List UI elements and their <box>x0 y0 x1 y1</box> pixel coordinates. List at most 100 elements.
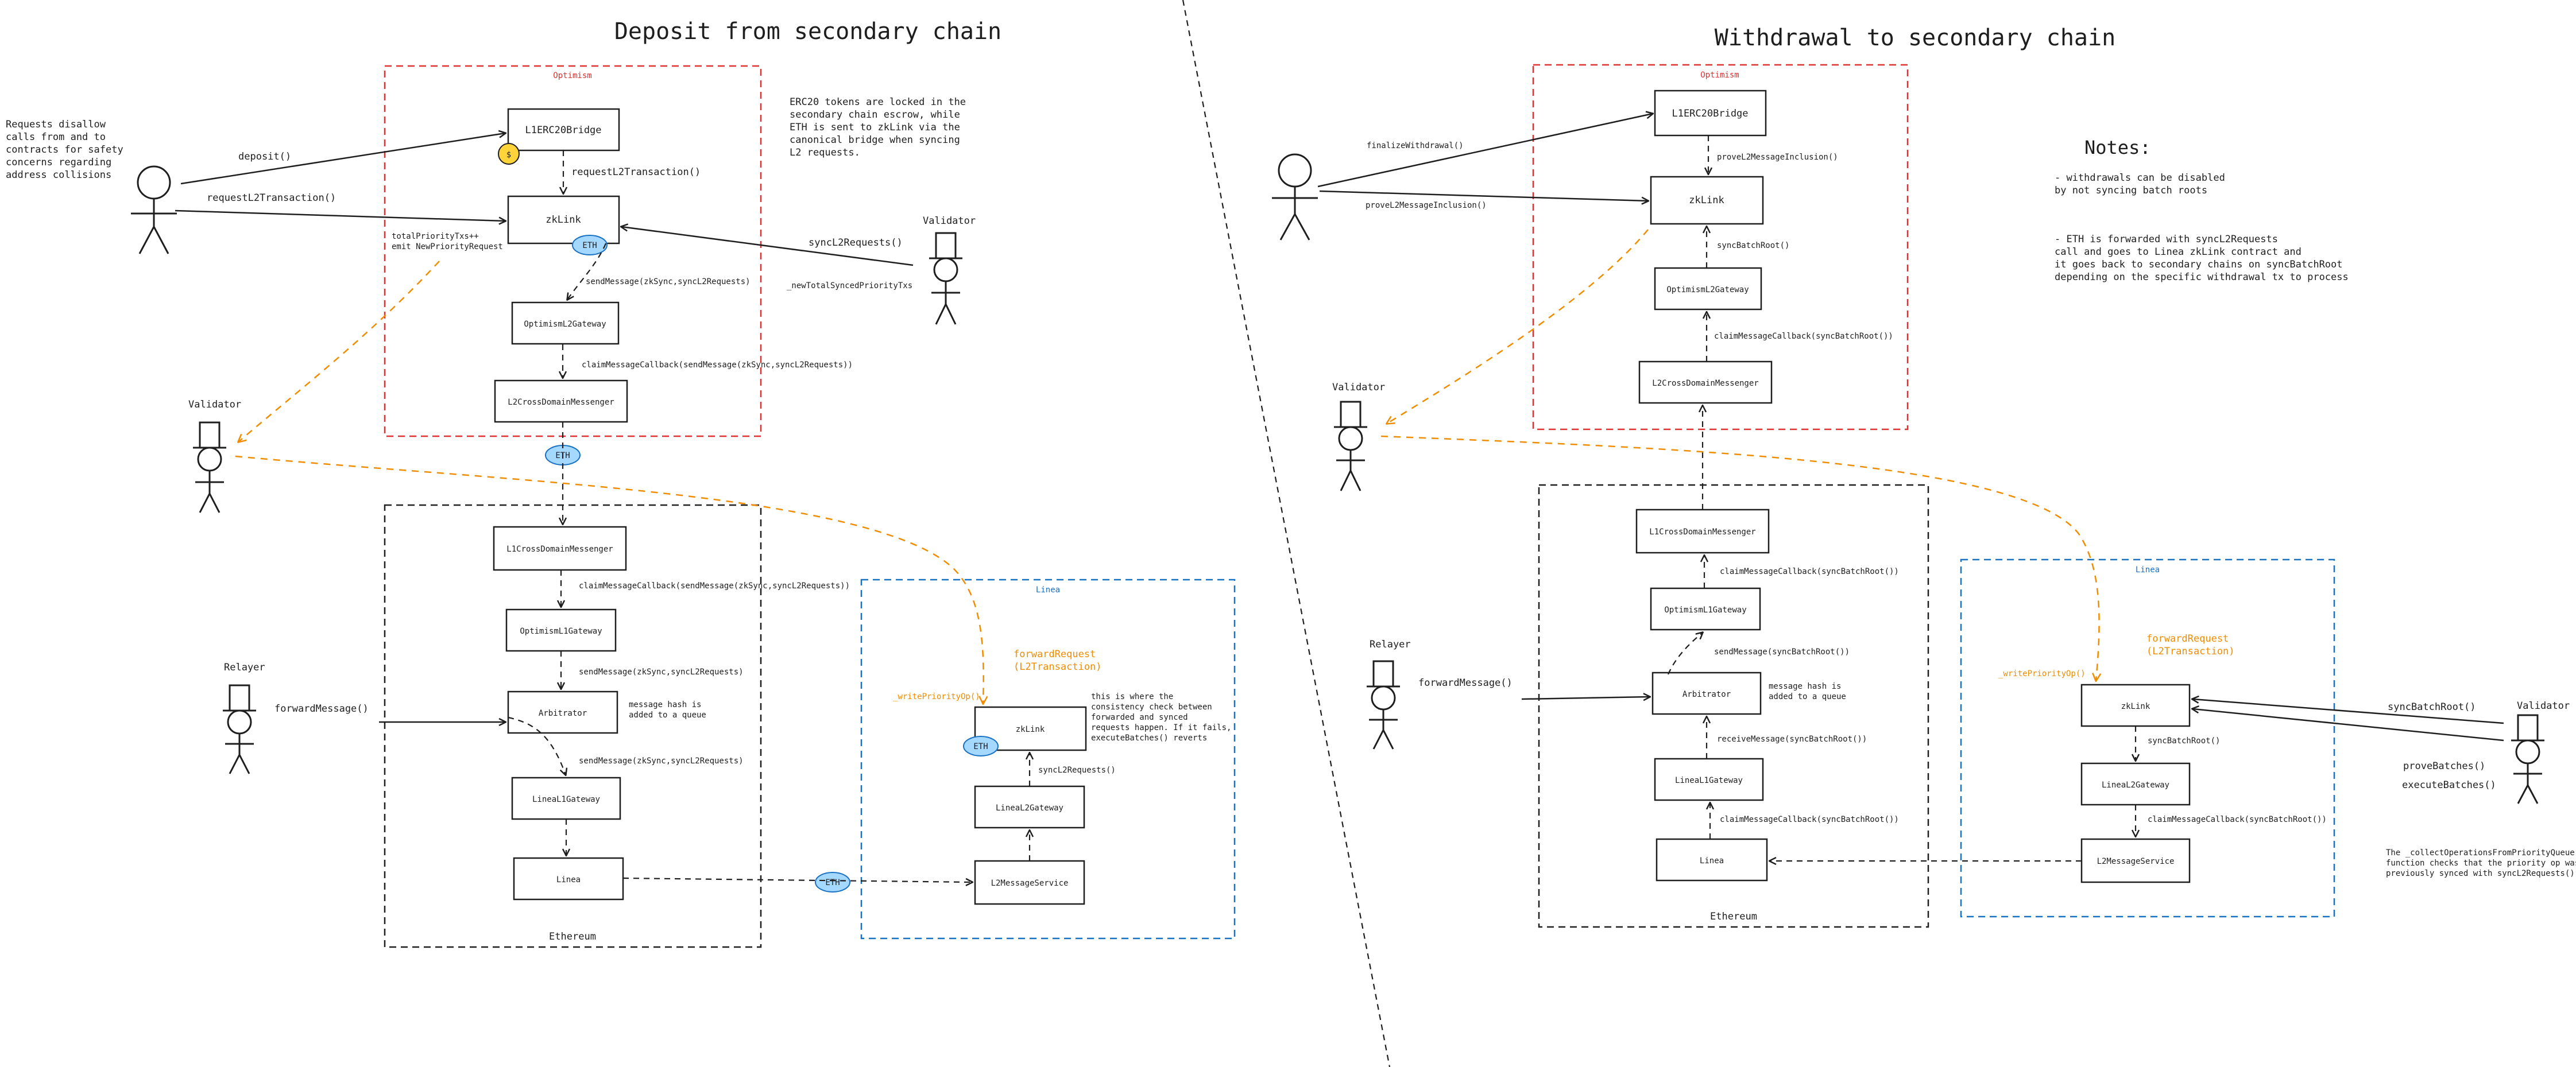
left-box-l1erc20bridge <box>507 108 620 152</box>
svg-text:function checks that the prior: function checks that the priority op was <box>2386 859 2576 868</box>
label-send-message-1: sendMessage(zkSync,syncL2Requests) <box>586 277 751 286</box>
right-relayer-label: Relayer <box>1370 639 1411 650</box>
label-forward-message-r: forwardMessage() <box>1418 677 1513 689</box>
svg-text:(L2Transaction): (L2Transaction) <box>1014 661 1102 673</box>
svg-text:forwarded and synced: forwarded and synced <box>1091 713 1188 722</box>
right-box-l1erc20bridge <box>1654 90 1767 137</box>
right-box-l2-cross-domain-messenger <box>1638 360 1773 404</box>
arrow-linea-l2messageservice <box>622 877 972 882</box>
right-box-l2-message-service <box>2080 838 2191 883</box>
right-forward-request-label: forwardRequest (L2Transaction) <box>2146 633 2235 657</box>
right-box-l2-cross-domain-messenger-label: L2CrossDomainMessenger <box>1652 379 1758 388</box>
label-sync-batch-root-linea: syncBatchRoot() <box>2148 736 2220 746</box>
left-priority-note: totalPriorityTxs++ emit NewPriorityReque… <box>392 232 503 251</box>
svg-text:this is where the: this is where the <box>1091 692 1173 701</box>
svg-text:depending on the specific with: depending on the specific withdrawal tx … <box>2055 271 2349 283</box>
left-zone-ethereum-label: Ethereum <box>549 931 596 942</box>
arrow-request-l2-transaction <box>175 209 505 221</box>
svg-text:concerns regarding: concerns regarding <box>6 157 111 168</box>
svg-text:requests happen. If it fails,: requests happen. If it fails, <box>1091 723 1231 732</box>
left-box-optimism-l1-gateway-label: OptimismL1Gateway <box>520 627 602 636</box>
left-validator-figure <box>929 232 962 325</box>
svg-text:added to a queue: added to a queue <box>629 711 706 720</box>
label-claim-message-1: claimMessageCallback(sendMessage(zkSync,… <box>582 360 853 370</box>
svg-text:Requests disallow: Requests disallow <box>6 119 106 130</box>
left-box-optimism-l1-gateway <box>505 608 617 652</box>
arrow-arbitrator-l1gateway-r <box>1667 633 1703 675</box>
label-claim-callback-linea: claimMessageCallback(syncBatchRoot()) <box>2148 815 2327 824</box>
right-box-optimism-l1-gateway <box>1650 587 1761 631</box>
svg-text:consistency check between: consistency check between <box>1091 703 1212 712</box>
left-forward-request-label: forwardRequest (L2Transaction) <box>1014 649 1102 673</box>
left-box-linea <box>513 857 624 901</box>
left-box-zklink-label: zkLink <box>546 214 581 226</box>
label-send-message: sendMessage(syncBatchRoot()) <box>1714 647 1850 657</box>
svg-text:The _collectOperationsFromPrio: The _collectOperationsFromPriorityQueue <box>2386 848 2575 858</box>
svg-text:it goes back to secondary chai: it goes back to secondary chains on sync… <box>2055 259 2343 270</box>
arrow-prove-execute <box>2192 709 2504 742</box>
left-box-linea-l1-gateway <box>511 777 621 820</box>
right-box-linea-l1-gateway <box>1654 758 1764 801</box>
left-box-optimism-l2-gateway <box>511 301 620 345</box>
left-validator-label: Validator <box>923 215 976 227</box>
label-claim-callback-3: claimMessageCallback(syncBatchRoot()) <box>1720 815 1899 824</box>
eth-icon <box>963 736 999 756</box>
svg-text:L2 requests.: L2 requests. <box>790 147 860 158</box>
label-request-l2-transaction: requestL2Transaction() <box>207 192 336 204</box>
left-relayer-label: Relayer <box>224 662 265 673</box>
eth-icon <box>572 235 608 255</box>
coin-label: $ <box>506 150 511 160</box>
left-message-hash-note: message hash is added to a queue <box>629 700 706 720</box>
svg-text:emit NewPriorityRequest: emit NewPriorityRequest <box>392 242 503 251</box>
right-user-figure <box>1272 153 1318 240</box>
arrow-sync-batch-root-v <box>2192 699 2504 724</box>
label-send-message-3: sendMessage(zkSync,syncL2Requests) <box>579 756 744 766</box>
left-box-zklink-linea-label: zkLink <box>1016 725 1045 734</box>
svg-text:ETH: ETH <box>973 742 988 751</box>
label-request-l2-inner: requestL2Transaction() <box>571 166 701 178</box>
divider-line <box>1182 0 1391 1067</box>
left-box-l2-message-service-label: L2MessageService <box>991 879 1069 888</box>
arrow-sync-l2-requests <box>621 227 914 266</box>
right-box-linea-l2-gateway <box>2080 762 2191 806</box>
label-claim-callback-2: claimMessageCallback(syncBatchRoot()) <box>1720 567 1899 576</box>
svg-text:forwardRequest: forwardRequest <box>2146 633 2229 645</box>
svg-text:message hash is: message hash is <box>629 700 701 709</box>
right-box-linea-label: Linea <box>1700 856 1724 866</box>
right-box-optimism-l1-gateway-label: OptimismL1Gateway <box>1664 606 1746 615</box>
left-box-l2-cross-domain-messenger <box>494 379 628 423</box>
svg-text:- ETH is forwarded with syncL2: - ETH is forwarded with syncL2Requests <box>2055 234 2278 245</box>
left-zone-optimism <box>384 65 762 437</box>
left-user-figure <box>131 165 177 254</box>
left-box-zklink <box>507 195 620 245</box>
left-user-note: Requests disallow calls from and to cont… <box>6 119 123 181</box>
svg-text:canonical bridge when syncing: canonical bridge when syncing <box>790 134 960 146</box>
right-box-optimism-l2-gateway <box>1654 267 1762 311</box>
right-validator-op-label: Validator <box>1332 382 1385 393</box>
notes-title: Notes: <box>2084 137 2151 158</box>
left-validator2-figure <box>193 421 226 513</box>
arrow-prove-l2-inclusion <box>1319 190 1648 201</box>
left-box-l2-message-service <box>974 860 1085 905</box>
svg-text:contracts for safety: contracts for safety <box>6 144 123 156</box>
right-message-hash-note: message hash is added to a queue <box>1769 682 1846 701</box>
label-receive-message: receiveMessage(syncBatchRoot()) <box>1717 735 1867 744</box>
left-box-arbitrator-label: Arbitrator <box>539 709 587 718</box>
svg-text:- withdrawals can be disabled: - withdrawals can be disabled <box>2055 172 2225 184</box>
right-validator-op-figure <box>1334 401 1367 491</box>
right-validator-linea-label: Validator <box>2517 700 2570 712</box>
notes-body: - withdrawals can be disabled by not syn… <box>2055 172 2349 283</box>
svg-text:calls from and to: calls from and to <box>6 131 106 143</box>
right-box-linea-l2-gateway-label: LineaL2Gateway <box>2102 781 2169 790</box>
left-box-l2-cross-domain-messenger-label: L2CrossDomainMessenger <box>508 398 614 407</box>
svg-text:(L2Transaction): (L2Transaction) <box>2146 646 2235 657</box>
right-box-l1erc20bridge-label: L1ERC20Bridge <box>1672 108 1748 119</box>
orange-arrow-to-validator-r <box>1387 229 1649 424</box>
svg-text:message hash is: message hash is <box>1769 682 1841 691</box>
left-zone-ethereum <box>384 504 762 948</box>
right-zone-ethereum <box>1538 484 1929 928</box>
right-zone-optimism <box>1532 64 1909 430</box>
label-write-priority-op-r: _writePriorityOp() <box>1998 669 2086 678</box>
left-title: Deposit from secondary chain <box>614 18 1001 45</box>
svg-text:previously synced with syncL2R: previously synced with syncL2Requests() <box>2386 869 2575 878</box>
